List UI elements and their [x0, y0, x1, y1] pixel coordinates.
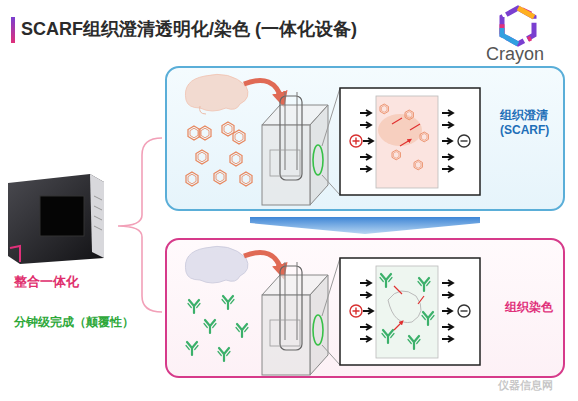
- side-note: 整合一体化: [14, 273, 79, 291]
- watermark: 仪器信息网: [498, 378, 553, 393]
- device-photo: [8, 174, 104, 264]
- panel-box: 组织澄清 (SCARF): [165, 66, 565, 211]
- tissue-staining-art: [185, 246, 480, 375]
- tissue-clearing-art: [185, 74, 480, 205]
- title-bar: [11, 17, 15, 43]
- diagram-title: SCARF组织澄清透明化/染色 (一体化设备): [21, 17, 357, 41]
- logo-text: Crayon: [486, 44, 544, 65]
- bracket: [118, 138, 162, 312]
- logo-mark: [502, 8, 534, 44]
- side-note: 分钟级完成（颠覆性）: [14, 314, 134, 331]
- panel-label: 组织染色: [505, 300, 565, 315]
- panel-label: 组织澄清 (SCARF): [500, 108, 560, 138]
- panel-box: 组织染色: [165, 238, 565, 378]
- flow-arrow: [250, 217, 480, 234]
